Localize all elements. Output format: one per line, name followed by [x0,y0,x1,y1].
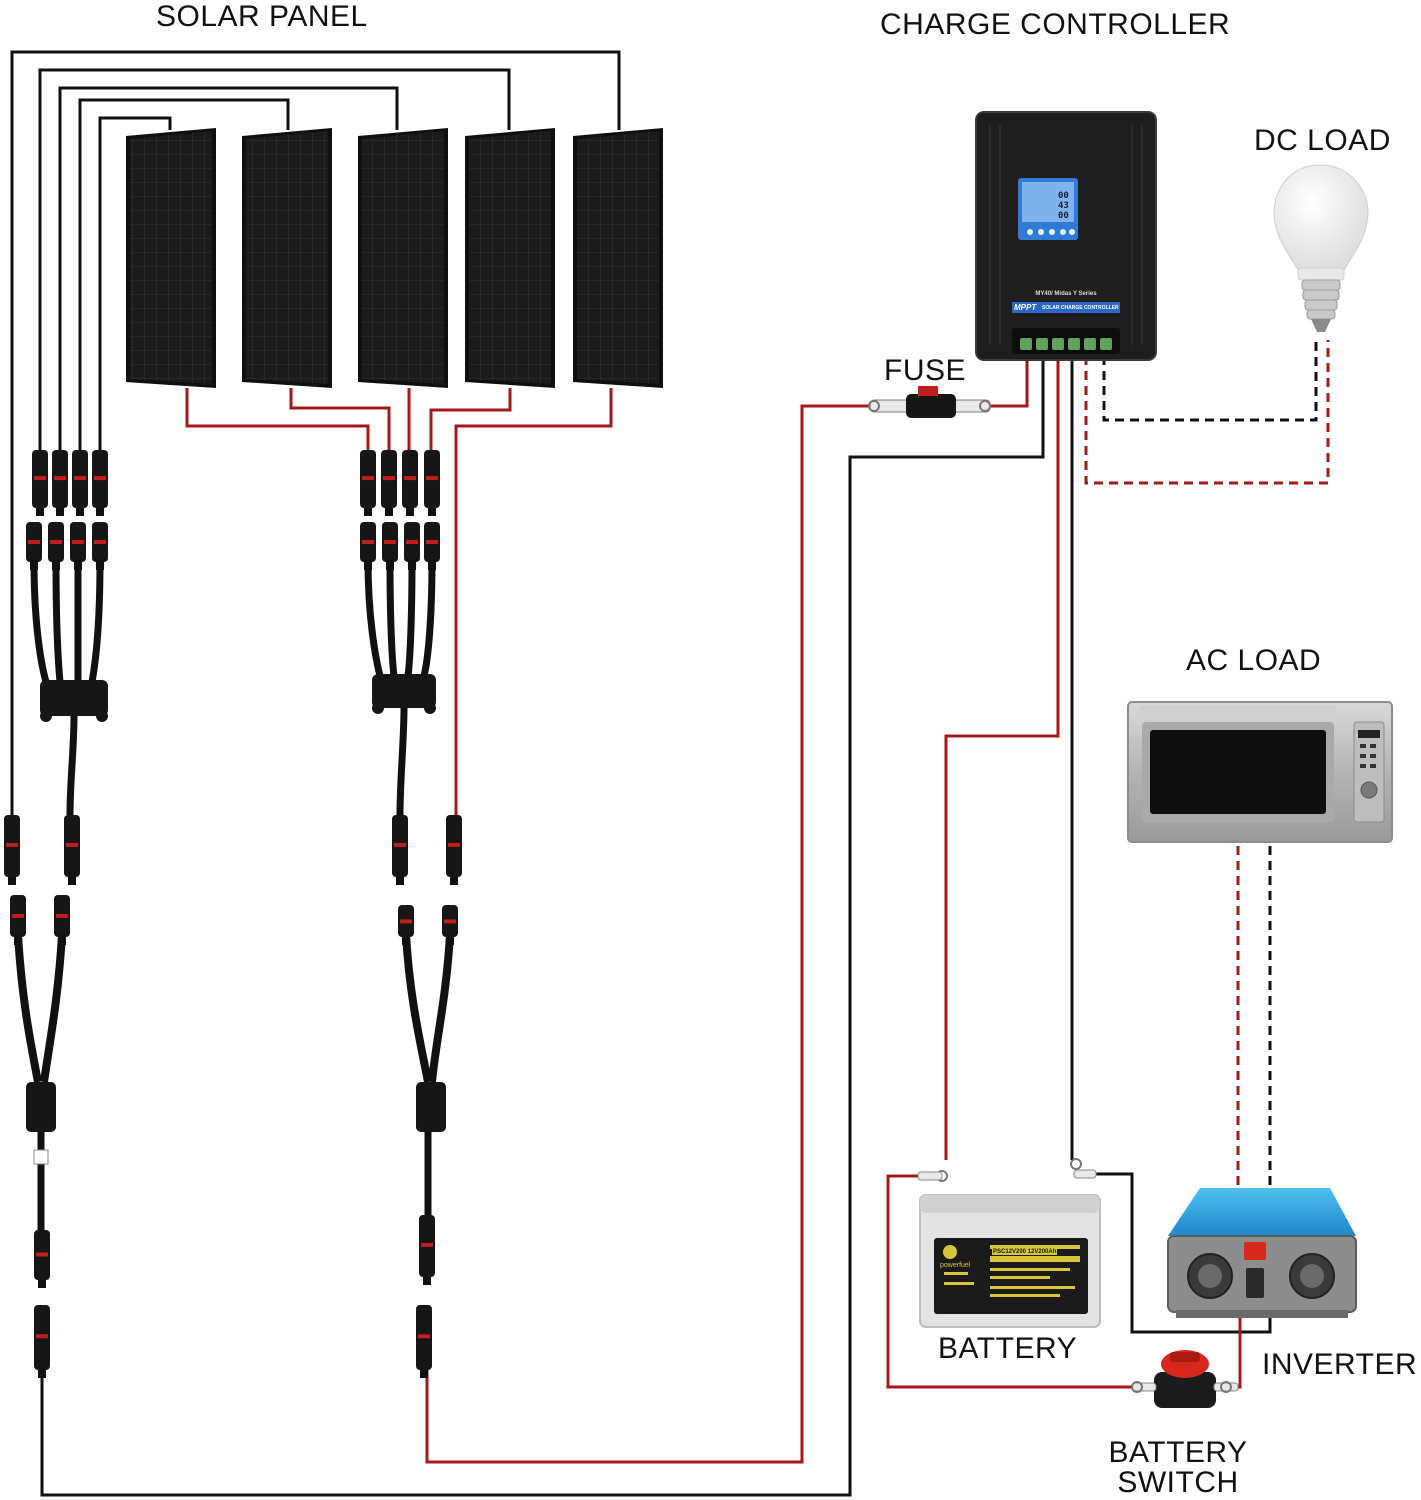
wire-neg-inverter [1092,1172,1272,1334]
label-dc-load: DC LOAD [1254,124,1391,157]
light-bulb-icon [1273,164,1369,332]
controller-badge: MPPT [1014,303,1037,312]
positive-wires [185,356,1242,1464]
solar-panel-icon [242,128,332,388]
wire-pos-main [425,404,870,1464]
y-branch-left [14,934,66,1230]
mc4-connectors [4,450,462,1378]
solar-panel-icon [358,128,448,388]
wire-pos-fuse-out [990,356,1029,408]
wire-dc-load-neg [1102,340,1318,422]
mc4-connector-icon [446,815,462,885]
solar-panel-icon [465,128,555,388]
label-charge-controller: CHARGE CONTROLLER [880,8,1231,41]
wire-neg-panel2 [78,98,290,450]
mc4-connector-icon [4,815,20,885]
wire-pos-panel5 [454,388,613,815]
wire-pos-panel4 [429,388,512,450]
fuse-icon [868,386,991,418]
mc4-connector-icon [402,450,418,516]
wire-neg-panel5 [10,50,621,815]
wire-pos-panel2 [289,388,391,450]
battery-brand: powerfuel [940,1262,971,1269]
label-battery: BATTERY [938,1332,1078,1365]
branch-hub-right [364,559,436,816]
mc4-connector-icon [72,450,88,516]
label-battery-switch-line1: BATTERY [1108,1436,1248,1469]
mc4-connector-icon [32,450,48,516]
mc4-connector-icon [360,450,376,516]
wire-neg-panel1 [98,116,172,450]
mc4-connector-icon [424,450,440,516]
microwave-icon [1127,701,1393,843]
mc4-connector-icon [92,450,108,516]
mc4-connector-icon [419,1215,435,1285]
solar-panel-icon [126,128,216,388]
branch-hub-left [30,559,108,816]
mc4-connector-icon [416,1305,432,1378]
battery-switch-icon [1131,1350,1239,1408]
controller-model: MY40/ Midas Y Series [1035,291,1097,297]
battery-icon [917,1158,1101,1328]
wire-pos-battery [944,356,1060,1160]
controller-lcd-line2: 43 [1058,201,1069,211]
wire-pos-switch-inverter [1225,1316,1242,1389]
inverter-icon [1167,1188,1357,1318]
mc4-connector-icon [34,1305,50,1378]
battery-model: PSC12V200 12V200Ah [992,1249,1058,1255]
controller-lcd-line3: 00 [1058,211,1069,221]
label-solar-panel: SOLAR PANEL [156,0,368,33]
mc4-connector-icon [64,815,80,885]
wire-pos-panel1 [185,388,370,450]
wire-pos-battery-switch [886,1174,1134,1389]
controller-lcd-line1: 00 [1058,191,1069,201]
mc4-connector-icon [392,815,408,885]
wire-neg-main [40,356,1045,1497]
load-wires [1084,340,1330,1188]
label-inverter: INVERTER [1262,1348,1418,1381]
solar-panel-icon [573,128,663,388]
y-branch-right [402,934,454,1215]
mc4-connector-icon [381,450,397,516]
wire-dc-load-pos [1084,340,1330,485]
label-fuse: FUSE [884,354,967,387]
solar-panel-array [126,128,663,388]
label-battery-switch-line2: SWITCH [1117,1466,1239,1499]
label-ac-load: AC LOAD [1186,644,1322,677]
negative-wires [10,50,1272,1497]
mc4-connector-icon [34,1230,50,1288]
controller-subtitle: SOLAR CHARGE CONTROLLER [1042,305,1119,311]
wire-neg-panel4 [38,68,511,450]
wire-neg-panel3 [58,86,399,450]
mc4-connector-icon [52,450,68,516]
charge-controller-icon [975,111,1157,361]
